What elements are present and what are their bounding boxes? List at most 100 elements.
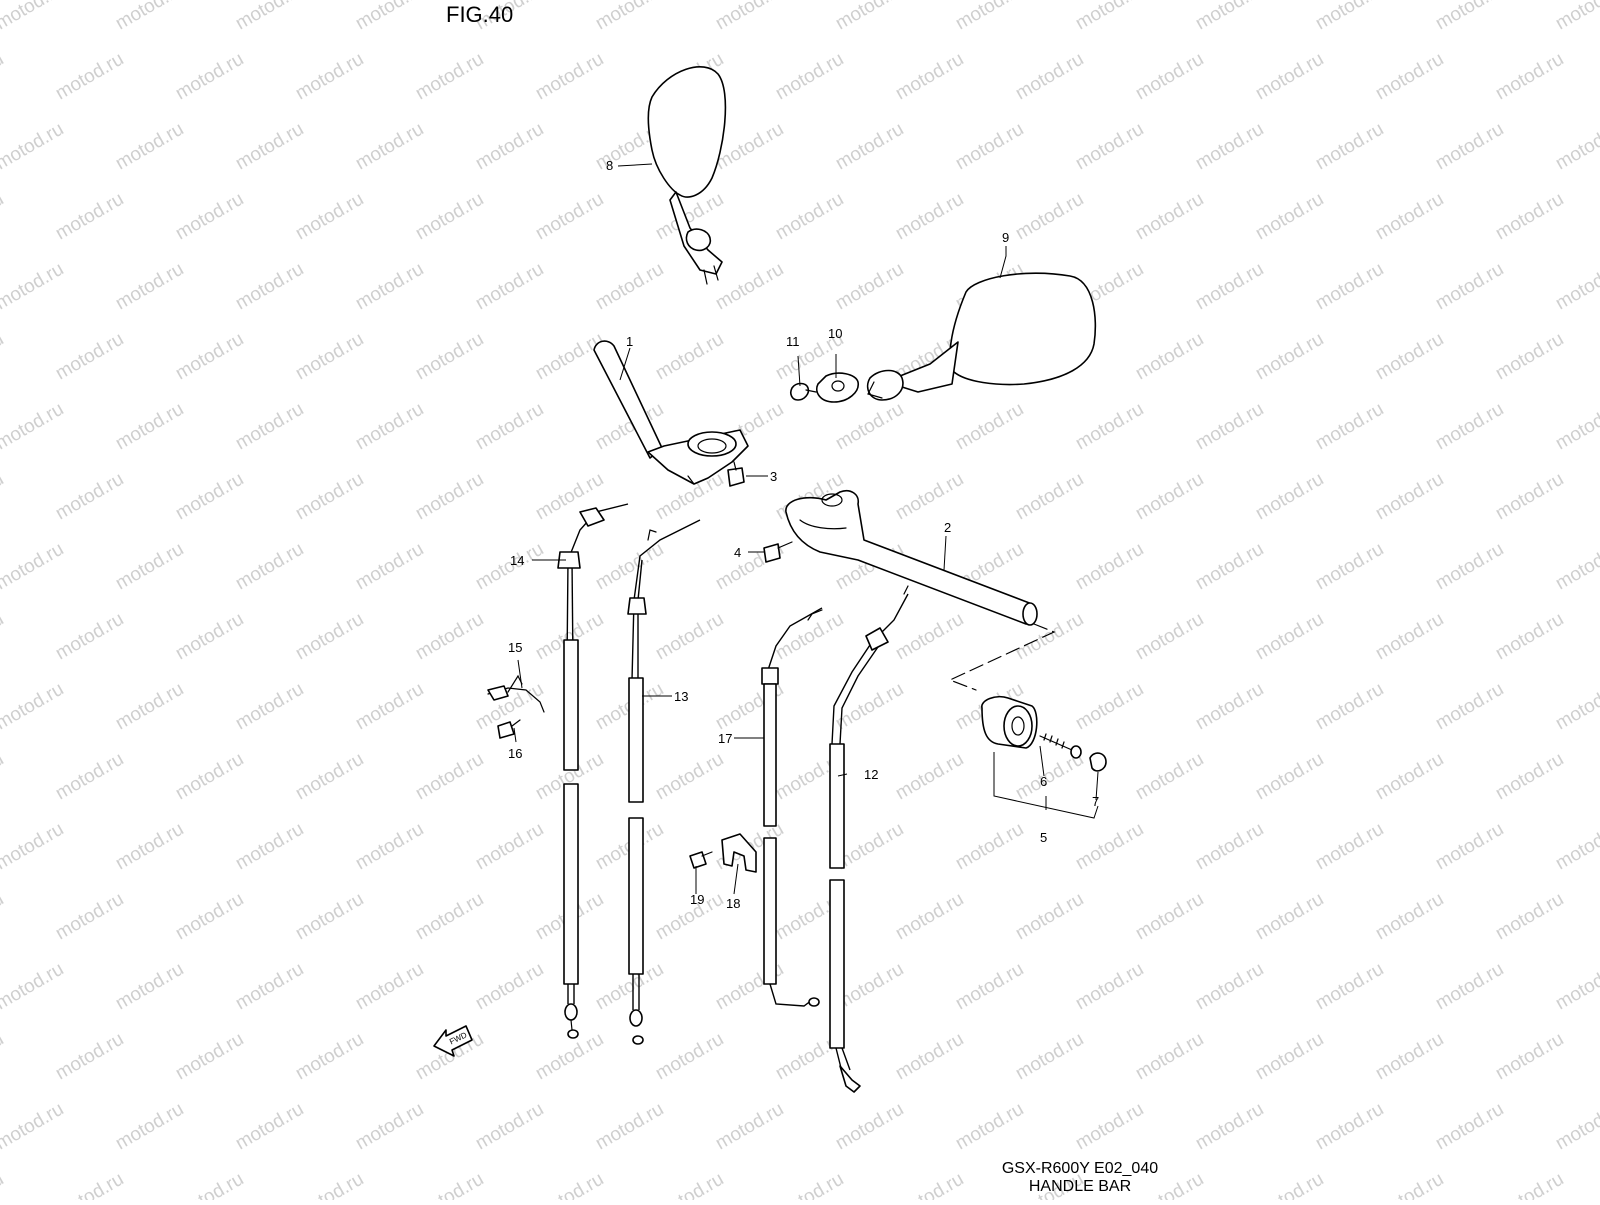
clamp-bolt	[689, 851, 713, 869]
watermark-text: motod.ru	[352, 399, 427, 455]
watermark-text: motod.ru	[352, 119, 427, 175]
watermark-text: motod.ru	[652, 749, 727, 805]
left-mirror	[647, 66, 727, 285]
watermark-text: motod.ru	[652, 1169, 727, 1200]
watermark-text: motod.ru	[1492, 609, 1567, 665]
watermark-text: motod.ru	[1252, 1029, 1327, 1085]
watermark-text: motod.ru	[1492, 329, 1567, 385]
watermark-text: motod.ru	[1432, 819, 1507, 875]
watermark-text: motod.ru	[292, 469, 367, 525]
watermark-text: motod.ru	[1192, 119, 1267, 175]
watermark-text: motod.ru	[292, 189, 367, 245]
watermark-text: motod.ru	[1432, 399, 1507, 455]
watermark-text: motod.ru	[1372, 1029, 1447, 1085]
watermark-text: motod.ru	[292, 609, 367, 665]
watermark-text: motod.ru	[172, 469, 247, 525]
watermark-text: motod.ru	[892, 189, 967, 245]
watermark-text: motod.ru	[52, 889, 127, 945]
watermark-text: motod.ru	[232, 959, 307, 1015]
watermark-text: motod.ru	[592, 0, 667, 34]
watermark-text: motod.ru	[1432, 959, 1507, 1015]
callout-3: 3	[770, 469, 777, 484]
watermark-text: motod.ru	[1552, 399, 1600, 455]
watermark-text: motod.ru	[832, 119, 907, 175]
watermark-text: motod.ru	[1432, 539, 1507, 595]
watermark-text: motod.ru	[472, 1099, 547, 1155]
watermark-text: motod.ru	[1372, 329, 1447, 385]
watermark-text: motod.ru	[1312, 1099, 1387, 1155]
watermark-text: motod.ru	[1132, 609, 1207, 665]
watermark-text: motod.ru	[1312, 539, 1387, 595]
watermark-text: motod.ru	[412, 469, 487, 525]
watermark-text: motod.ru	[1132, 1029, 1207, 1085]
watermark-text: motod.ru	[592, 539, 667, 595]
watermark-text: motod.ru	[1492, 1169, 1567, 1200]
watermark-text: motod.ru	[292, 1169, 367, 1200]
watermark-text: motod.ru	[112, 0, 187, 34]
callout-11: 11	[786, 334, 800, 349]
watermark-text: motod.ru	[172, 609, 247, 665]
callout-19: 19	[690, 892, 704, 907]
watermark-text: motod.ru	[112, 119, 187, 175]
bolt-3	[727, 461, 745, 487]
watermark-text: motod.ru	[0, 189, 7, 245]
watermark-text: motod.ru	[0, 609, 7, 665]
watermark-text: motod.ru	[1192, 259, 1267, 315]
bolt-4	[763, 541, 793, 563]
watermark-text: motod.ru	[1132, 49, 1207, 105]
watermark-text: motod.ru	[772, 189, 847, 245]
watermark-text: motod.ru	[1432, 679, 1507, 735]
watermark-text: motod.ru	[352, 259, 427, 315]
watermark-text: motod.ru	[1372, 749, 1447, 805]
cable-clamp	[721, 833, 757, 873]
watermark-text: motod.ru	[472, 119, 547, 175]
watermark-text: motod.ru	[472, 399, 547, 455]
watermark-text: motod.ru	[952, 119, 1027, 175]
callout-6: 6	[1040, 774, 1047, 789]
throttle-cable-no1	[557, 503, 629, 1039]
watermark-text: motod.ru	[832, 0, 907, 34]
throttle-cable-no2	[627, 519, 701, 1045]
watermark-text: motod.ru	[0, 329, 7, 385]
watermark-text: motod.ru	[1372, 889, 1447, 945]
watermark-text: motod.ru	[0, 749, 7, 805]
watermark-text: motod.ru	[472, 819, 547, 875]
watermark-text: motod.ru	[232, 399, 307, 455]
watermark-text: motod.ru	[1072, 119, 1147, 175]
watermark-text: motod.ru	[1132, 889, 1207, 945]
watermark-text: motod.ru	[412, 1169, 487, 1200]
callout-14: 14	[510, 553, 524, 568]
watermark-text: motod.ru	[1312, 119, 1387, 175]
watermark-text: motod.ru	[1492, 189, 1567, 245]
watermark-text: motod.ru	[592, 259, 667, 315]
callout-2: 2	[944, 520, 951, 535]
bar-end-washer	[1089, 752, 1107, 772]
watermark-text: motod.ru	[1552, 259, 1600, 315]
watermark-text: motod.ru	[1012, 469, 1087, 525]
watermark-text: motod.ru	[0, 539, 67, 595]
watermark-text: motod.ru	[112, 399, 187, 455]
watermark-text: motod.ru	[292, 329, 367, 385]
callout-15: 15	[508, 640, 522, 655]
watermark-text: motod.ru	[652, 329, 727, 385]
watermark-text: motod.ru	[832, 259, 907, 315]
watermark-text: motod.ru	[1432, 1099, 1507, 1155]
watermark-text: motod.ru	[1552, 539, 1600, 595]
watermark-text: motod.ru	[892, 469, 967, 525]
watermark-text: motod.ru	[1252, 189, 1327, 245]
assembly-name: HANDLE BAR	[1028, 1178, 1132, 1195]
watermark-text: motod.ru	[1372, 609, 1447, 665]
watermark-text: motod.ru	[952, 819, 1027, 875]
watermark-text: motod.ru	[52, 1169, 127, 1200]
watermark-text: motod.ru	[1252, 749, 1327, 805]
watermark-text: motod.ru	[352, 539, 427, 595]
watermark-text: motod.ru	[172, 189, 247, 245]
watermark-text: motod.ru	[1192, 679, 1267, 735]
watermark-text: motod.ru	[232, 819, 307, 875]
watermark-text: motod.ru	[472, 959, 547, 1015]
watermark-text: motod.ru	[1192, 539, 1267, 595]
watermark-text: motod.ru	[832, 1099, 907, 1155]
callout-labels: 8 9 1 11 10 3 4 2 14 15 13 17 16 12 6 7 …	[508, 158, 1099, 911]
watermark-text: motod.ru	[1372, 1169, 1447, 1200]
